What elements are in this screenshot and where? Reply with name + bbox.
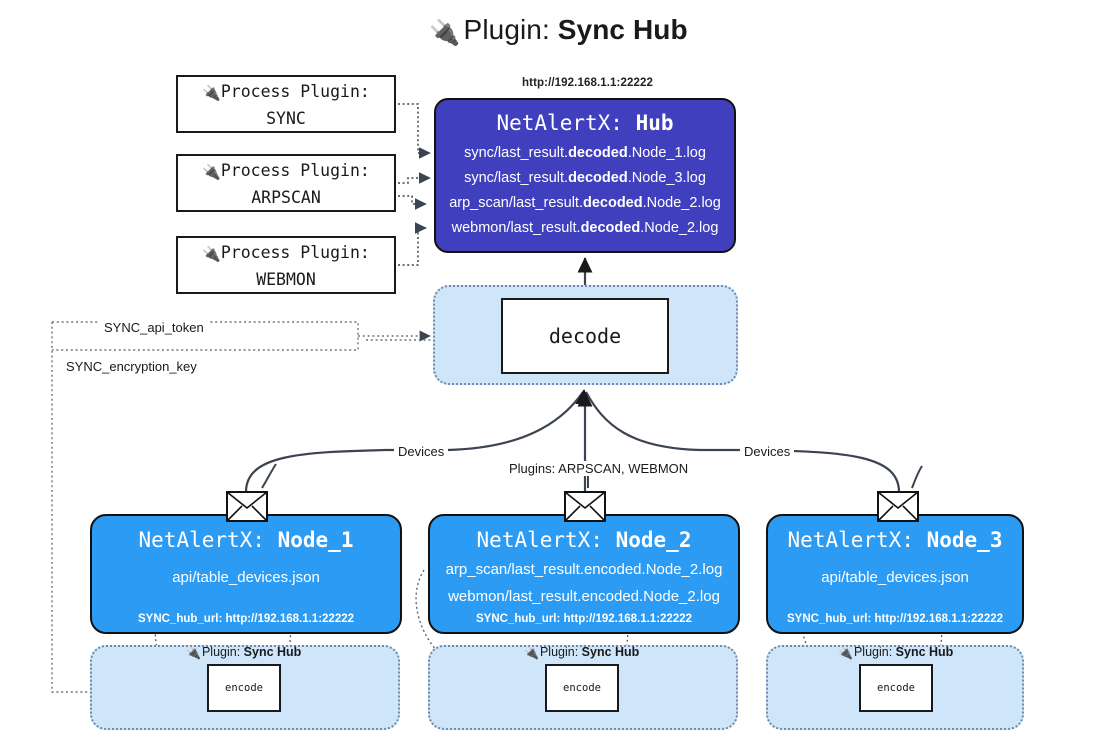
node-3-plugin-caption: 🔌Plugin: Sync Hub [838, 645, 954, 660]
envelope-icon [877, 491, 919, 522]
process-plugin-arpscan-line1: 🔌Process Plugin: [202, 161, 370, 181]
edge-label-devices-left: Devices [394, 444, 449, 459]
node-1[interactable]: NetAlertX: Node_1 api/table_devices.json… [90, 514, 402, 634]
process-plugin-webmon-line1: 🔌Process Plugin: [202, 243, 370, 263]
decode-box[interactable]: decode [501, 298, 669, 374]
hub-log-item: sync/last_result.decoded.Node_3.log [464, 170, 706, 186]
envelope-icon [226, 491, 268, 522]
edge-label-plugins: Plugins: ARPSCAN, WEBMON [505, 461, 693, 476]
edge-label-encryption-key: SYNC_encryption_key [62, 359, 201, 374]
node-2-title: NetAlertX: Node_2 [476, 528, 692, 552]
node-line: webmon/last_result.encoded.Node_2.log [448, 588, 720, 605]
hub-log-item: arp_scan/last_result.decoded.Node_2.log [449, 195, 721, 211]
hub-log-list: sync/last_result.decoded.Node_1.log sync… [436, 141, 734, 241]
process-plugin-webmon-name: WEBMON [256, 270, 316, 289]
title-strong: Sync Hub [557, 14, 688, 45]
node-2-encode-box[interactable]: encode [545, 664, 619, 712]
page-title: 🔌Plugin: Sync Hub [0, 14, 1117, 48]
node-3-hub-url: SYNC_hub_url: http://192.168.1.1:22222 [786, 613, 1004, 625]
process-plugin-arpscan-name: ARPSCAN [251, 188, 321, 207]
hub-log-item: webmon/last_result.decoded.Node_2.log [451, 220, 719, 236]
plug-icon: 🔌 [429, 19, 461, 47]
plug-icon: 🔌 [202, 84, 221, 102]
edge-label-devices-right: Devices [740, 444, 795, 459]
hub-node[interactable]: NetAlertX: Hub sync/last_result.decoded.… [434, 98, 736, 253]
process-plugin-sync-line1: 🔌Process Plugin: [202, 82, 370, 102]
node-2[interactable]: NetAlertX: Node_2 arp_scan/last_result.e… [428, 514, 740, 634]
node-3-title: NetAlertX: Node_3 [787, 528, 1003, 552]
node-line: arp_scan/last_result.encoded.Node_2.log [445, 561, 723, 578]
process-plugin-webmon[interactable]: 🔌Process Plugin: WEBMON [176, 236, 396, 294]
process-plugin-sync-name: SYNC [266, 109, 306, 128]
nodes-to-decode-edges [244, 391, 901, 493]
node-2-lines: arp_scan/last_result.encoded.Node_2.log … [430, 556, 738, 610]
node-2-hub-url: SYNC_hub_url: http://192.168.1.1:22222 [475, 613, 693, 625]
node-1-lines: api/table_devices.json [92, 564, 400, 591]
hub-log-item: sync/last_result.decoded.Node_1.log [464, 145, 706, 161]
plug-icon: 🔌 [202, 245, 221, 263]
plug-icon: 🔌 [186, 646, 201, 660]
node-1-plugin-caption: 🔌Plugin: Sync Hub [186, 645, 302, 660]
process-plugin-sync[interactable]: 🔌Process Plugin: SYNC [176, 75, 396, 133]
node-line: api/table_devices.json [172, 569, 320, 586]
node-1-title: NetAlertX: Node_1 [138, 528, 354, 552]
envelope-icon [564, 491, 606, 522]
title-lead: Plugin: [463, 14, 558, 45]
edge-label-api-token: SYNC_api_token [100, 320, 208, 335]
hub-title: NetAlertX: Hub [496, 111, 674, 135]
node-2-plugin-caption: 🔌Plugin: Sync Hub [524, 645, 640, 660]
node-3-plugin-container [766, 645, 1024, 730]
plug-icon: 🔌 [202, 163, 221, 181]
converge-arrow [575, 389, 591, 406]
plugin-to-hub-connectors [398, 103, 431, 266]
node-3[interactable]: NetAlertX: Node_3 api/table_devices.json… [766, 514, 1024, 634]
node-line: api/table_devices.json [821, 569, 969, 586]
plug-icon: 🔌 [838, 646, 853, 660]
node-1-encode-box[interactable]: encode [207, 664, 281, 712]
hub-url-label: http://192.168.1.1:22222 [522, 77, 653, 89]
plug-icon: 🔌 [524, 646, 539, 660]
process-plugin-arpscan[interactable]: 🔌Process Plugin: ARPSCAN [176, 154, 396, 212]
node-3-lines: api/table_devices.json [768, 564, 1022, 591]
node-1-hub-url: SYNC_hub_url: http://192.168.1.1:22222 [137, 613, 355, 625]
token-routing-path [51, 321, 497, 698]
node-3-encode-box[interactable]: encode [859, 664, 933, 712]
